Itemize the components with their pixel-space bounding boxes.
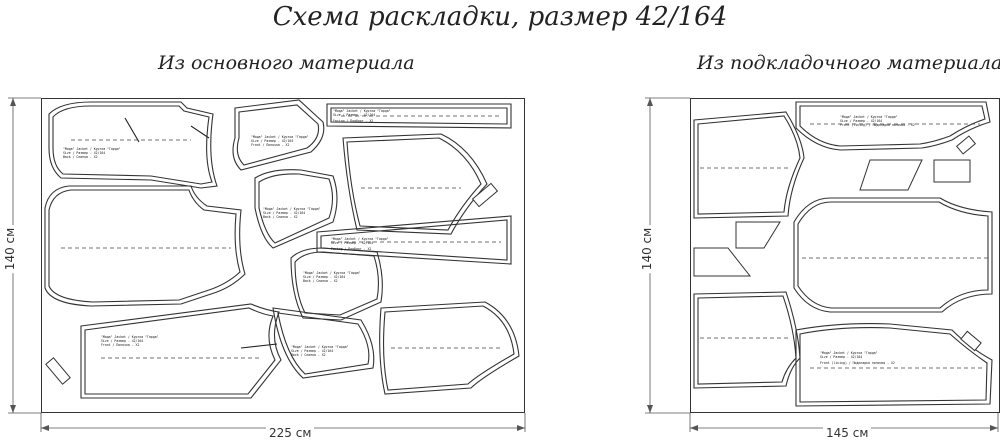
svg-text:Front / Полочка - X2: Front / Полочка - X2 [251, 143, 289, 147]
lining-height-label: 140 см [640, 224, 655, 274]
svg-text:Size / Размер - 42/164: Size / Размер - 42/164 [251, 139, 293, 143]
lining-piece-tab-a [955, 135, 977, 155]
main-width-label: 225 см [266, 426, 315, 440]
pattern-piece-sleeve-upper [232, 99, 325, 171]
svg-text:Size / Размер - 42/164: Size / Размер - 42/164 [303, 275, 345, 279]
svg-text:"Мода" Jacket / Куртка "Гарда": "Мода" Jacket / Куртка "Гарда" [251, 135, 309, 139]
svg-text:Front (lining) / Подкладка пол: Front (lining) / Подкладка полочки - X2 [820, 361, 895, 365]
pattern-piece-back-top [48, 101, 218, 189]
svg-text:Back / Спинка - X2: Back / Спинка - X2 [63, 155, 98, 159]
pattern-piece-pocket-b [45, 357, 71, 385]
lining-piece-pocket-b [735, 221, 781, 249]
lining-layout-sheet: "Мода" Jacket / Куртка "Гарда" Size / Ра… [690, 98, 1000, 413]
lining-width-label: 145 см [823, 426, 872, 440]
svg-text:Size / Размер - 42/164: Size / Размер - 42/164 [820, 355, 862, 359]
main-layout-sheet: "Мода" Jacket / Куртка "Гарда" Size / Ра… [41, 98, 525, 413]
svg-text:"Мода" Jacket / Куртка "Гарда": "Мода" Jacket / Куртка "Гарда" [101, 335, 159, 339]
main-layout-label: Из основного материала [158, 52, 415, 74]
lining-piece-pocket-d [933, 159, 971, 183]
svg-text:Size / Размер - 42/164: Size / Размер - 42/164 [291, 349, 333, 353]
pattern-piece-sleeve-right [342, 133, 488, 235]
svg-text:Front (lining) / Подкладка пол: Front (lining) / Подкладка полочки - X2 [840, 123, 915, 127]
page-title: Схема раскладки, размер 42/164 [272, 2, 728, 32]
svg-text:Size / Размер - 42/164: Size / Размер - 42/164 [840, 119, 882, 123]
svg-text:Back / Спинка - X2: Back / Спинка - X2 [291, 353, 326, 357]
svg-text:Facing / Подборт - X2: Facing / Подборт - X2 [333, 118, 373, 123]
lining-layout-label: Из подкладочного материала [697, 52, 1000, 74]
pattern-piece-facing-top [326, 103, 512, 129]
svg-text:Size / Размер - 42/164: Size / Размер - 42/164 [101, 339, 143, 343]
svg-text:Back / Спинка - X2: Back / Спинка - X2 [263, 215, 298, 219]
pattern-piece-pocket-a [471, 182, 499, 208]
svg-text:Front / Полочка - X2: Front / Полочка - X2 [101, 343, 139, 347]
pattern-piece-front-mid [290, 247, 383, 321]
lining-piece-back-top [795, 101, 991, 151]
svg-text:Size / Размер - 42/164: Size / Размер - 42/164 [333, 113, 375, 117]
pattern-piece-front-lower [80, 303, 282, 399]
svg-text:"Мода" Jacket / Куртка "Гарда": "Мода" Jacket / Куртка "Гарда" [303, 271, 361, 275]
lining-piece-back-bottom [795, 323, 993, 407]
svg-text:Facing / Подборт - X2: Facing / Подборт - X2 [331, 246, 371, 251]
svg-text:Size / Размер - 42/164: Size / Размер - 42/164 [63, 151, 105, 155]
pattern-piece-facing-long [316, 215, 512, 265]
pattern-piece-collar-mid [254, 169, 338, 249]
svg-text:"Мода" Jacket / Куртка "Гарда": "Мода" Jacket / Куртка "Гарда" [331, 237, 389, 241]
pattern-piece-sleeve-lower [379, 301, 520, 395]
svg-text:Size / Размер - 42/164: Size / Размер - 42/164 [263, 211, 305, 215]
svg-text:"Мода" Jacket / Куртка "Гарда": "Мода" Jacket / Куртка "Гарда" [820, 351, 878, 355]
svg-text:"Мода" Jacket / Куртка "Гарда": "Мода" Jacket / Куртка "Гарда" [291, 345, 349, 349]
svg-text:"Мода" Jacket / Куртка "Гарда": "Мода" Jacket / Куртка "Гарда" [263, 207, 321, 211]
svg-text:"Мода" Jacket / Куртка "Гарда": "Мода" Jacket / Куртка "Гарда" [840, 115, 898, 119]
lining-piece-pocket-a [859, 159, 923, 191]
lining-piece-tab-b [960, 330, 982, 352]
pattern-piece-back-large [44, 185, 246, 307]
lining-piece-front-upper [693, 111, 805, 219]
svg-text:Back / Спинка - X2: Back / Спинка - X2 [303, 279, 338, 283]
piece-label-back-top: "Мода" Jacket / Куртка "Гарда" [63, 147, 121, 151]
lining-piece-back-large [793, 197, 993, 313]
svg-text:"Мода" Jacket / Куртка "Гарда": "Мода" Jacket / Куртка "Гарда" [333, 109, 391, 113]
pattern-piece-collar-bottom [272, 307, 375, 379]
svg-text:Size / Размер - 42/164: Size / Размер - 42/164 [331, 241, 373, 245]
lining-piece-pocket-c [693, 247, 752, 277]
main-height-label: 140 см [3, 224, 18, 274]
